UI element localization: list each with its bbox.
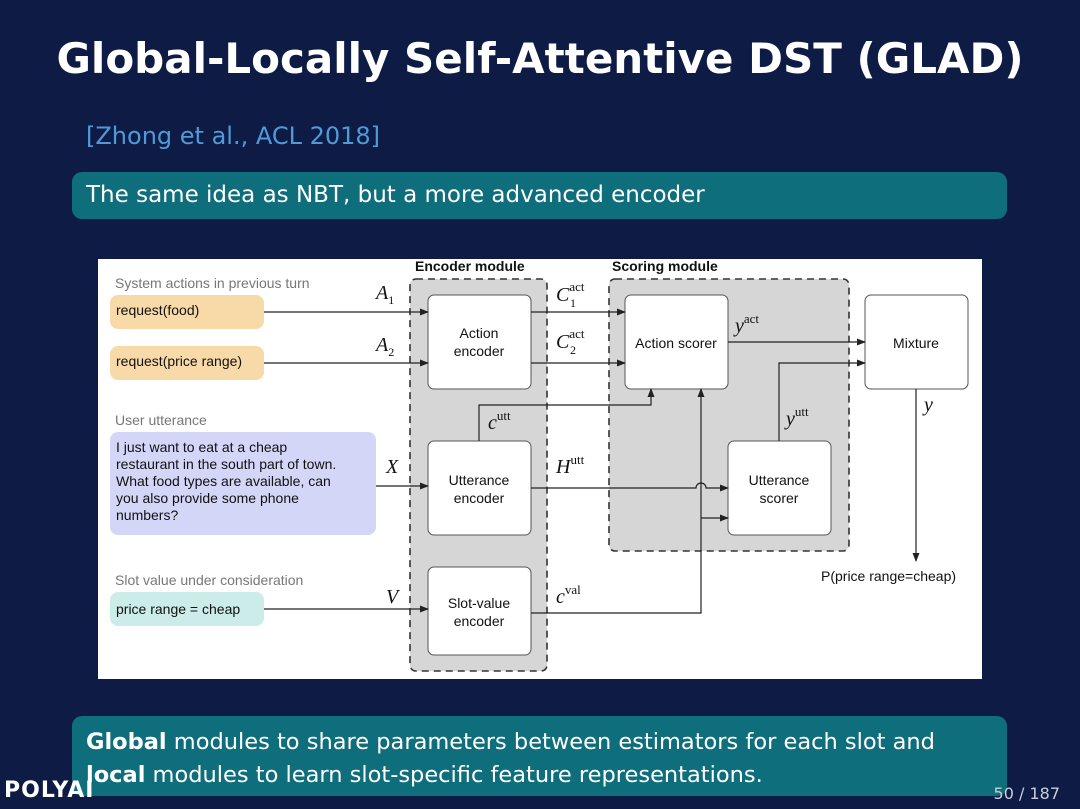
bottom-note-callout: Global modules to share parameters betwe… (72, 716, 1007, 796)
utterance-scorer-label: Utterance (749, 472, 810, 488)
bottom-note-global: Global (86, 729, 167, 755)
utterance-line: What food types are available, can (116, 473, 331, 489)
slide-title: Global-Locally Self-Attentive DST (GLAD) (56, 34, 1024, 83)
mixture-label: Mixture (893, 335, 939, 351)
symbol-c-utt: cutt (488, 408, 511, 434)
slot-value-encoder-label: Slot-value (448, 595, 510, 611)
scoring-module-label: Scoring module (612, 259, 718, 274)
utterance-encoder-label: Utterance (449, 472, 510, 488)
symbol-c-val: cval (556, 582, 581, 608)
utterance-scorer-label: scorer (760, 490, 799, 506)
arrow-c-val (531, 388, 705, 614)
symbol-x: X (385, 456, 399, 478)
arrow-y-utt (778, 359, 866, 441)
system-actions-label: System actions in previous turn (115, 275, 310, 291)
utterance-line: I just want to eat at a cheap (116, 439, 287, 455)
glad-diagram: Encoder module Scoring module System act… (110, 259, 969, 672)
action-encoder-box (427, 294, 532, 390)
bottom-note-text: modules to share parameters between esti… (166, 729, 935, 755)
slot-value-encoder-box (427, 566, 532, 656)
action-encoder-label: encoder (454, 343, 505, 359)
utterance-encoder-label: encoder (454, 490, 505, 506)
slot-value-input: price range = cheap (116, 601, 240, 617)
utterance-line: restaurant in the south part of town. (116, 456, 336, 472)
symbol-y: y (922, 394, 933, 416)
arrow-c-utt (478, 388, 655, 441)
slot-value-encoder-label: encoder (454, 613, 505, 629)
page-number: 50 / 187 (993, 784, 1060, 803)
bottom-note-text: modules to learn slot-specific feature r… (145, 762, 763, 788)
symbol-h-utt: Hutt (555, 452, 585, 478)
summary-callout: The same idea as NBT, but a more advance… (72, 172, 1007, 219)
utterance-input-box (110, 432, 376, 535)
action2-input-box (110, 346, 264, 380)
symbol-y-act: yact (733, 311, 759, 337)
glad-architecture-figure: Encoder module Scoring module System act… (98, 259, 982, 679)
symbol-a1: A1 (374, 282, 394, 307)
action-scorer-label: Action scorer (635, 335, 717, 351)
utterance-encoder-box (427, 440, 532, 536)
utterance-line: you also provide some phone (116, 490, 299, 506)
polyai-logo: POLYAI (4, 778, 95, 803)
output-label: P(price range=cheap) (821, 568, 956, 584)
user-utterance-label: User utterance (115, 412, 207, 428)
action1-input: request(food) (116, 302, 199, 318)
bottom-note-local: local (86, 762, 146, 788)
action-encoder-label: Action (460, 325, 499, 341)
encoder-module-label: Encoder module (415, 259, 525, 274)
symbol-v: V (386, 586, 401, 608)
utterance-line: numbers? (116, 507, 178, 523)
action1-input-box (110, 295, 264, 329)
action2-input: request(price range) (116, 353, 242, 369)
symbol-a2: A2 (374, 334, 394, 359)
citation: [Zhong et al., ACL 2018] (86, 122, 381, 150)
slot-value-input-box (110, 592, 264, 626)
slot-value-label: Slot value under consideration (115, 572, 303, 588)
symbol-y-utt: yutt (784, 404, 809, 430)
utterance-scorer-box (727, 440, 832, 536)
